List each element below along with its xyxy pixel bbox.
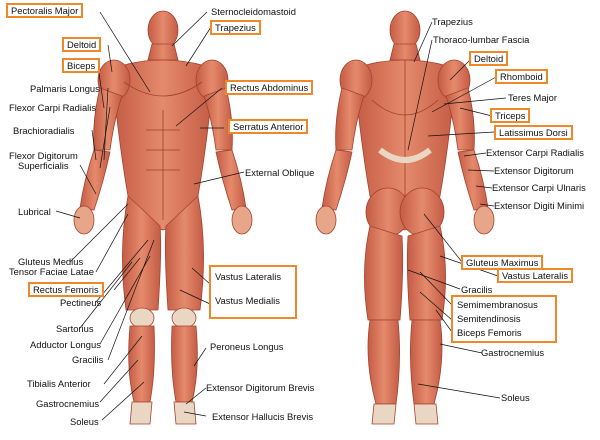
label-extensor-digitorum: Extensor Digitorum: [494, 165, 574, 176]
label-tibialis-anterior: Tibialis Anterior: [27, 378, 91, 389]
label-deltoid: Deltoid: [62, 37, 102, 52]
label-adductor-longus: Adductor Longus: [30, 339, 101, 350]
label-palmaris-longus: Palmaris Longus: [30, 83, 100, 94]
back-figure: [315, 10, 495, 425]
label-pectoralis-major: Pectoralis Major: [6, 3, 84, 18]
label-semitendinosis: Semitendinosis: [457, 313, 521, 324]
label-gastrocnemius-back: Gastrocnemius: [481, 347, 545, 358]
label-sartorius: Sartorius: [56, 323, 94, 334]
label-extensor-digitorum-brevis: Extensor Digitorum Brevis: [206, 382, 315, 393]
label-semimembranosus: Semimembranosus: [457, 299, 538, 310]
label-rectus-abdominus: Rectus Abdominus: [225, 80, 314, 95]
label-external-oblique: External Oblique: [245, 167, 315, 178]
hamstring-group-box: Semimembranosus Semitendinosis Biceps Fe…: [451, 295, 557, 343]
label-extensor-carpi-radialis: Extensor Carpi Radialis: [486, 147, 584, 158]
label-lubrical: Lubrical: [18, 206, 51, 217]
vastus-group-box: Vastus Lateralis Vastus Medialis: [209, 265, 297, 319]
label-teres-major: Teres Major: [508, 92, 557, 103]
label-sternocleidomastoid: Sternocleidomastoid: [211, 6, 296, 17]
label-biceps: Biceps: [62, 58, 101, 73]
label-gastrocnemius-front: Gastrocnemius: [36, 398, 100, 409]
label-trapezius: Trapezius: [210, 20, 261, 35]
label-biceps-femoris: Biceps Femoris: [457, 327, 522, 338]
label-vastus-medialis: Vastus Medialis: [215, 295, 280, 306]
label-vastus-lateralis: Vastus Lateralis: [215, 271, 282, 282]
label-deltoid-back: Deltoid: [469, 51, 509, 66]
label-soleus-back: Soleus: [501, 392, 530, 403]
label-pectineus: Pectineus: [60, 297, 102, 308]
label-serratus-anterior: Serratus Anterior: [228, 119, 309, 134]
label-gracilis-front: Gracilis: [72, 354, 104, 365]
label-flexor-digitorum: Flexor Digitorum: [9, 150, 78, 161]
label-latissimus-dorsi: Latissimus Dorsi: [494, 125, 573, 140]
label-superficialis: Superficialis: [18, 160, 69, 171]
label-soleus-front: Soleus: [70, 416, 99, 427]
label-flexor-carpi-radialis: Flexor Carpi Radialis: [9, 102, 97, 113]
leader-lines: [55, 11, 507, 421]
label-gracilis-back: Gracilis: [461, 284, 493, 295]
label-extensor-digiti-minimi: Extensor Digiti Minimi: [494, 200, 585, 211]
label-vastus-lateralis-back: Vastus Lateralis: [497, 268, 574, 283]
label-rhomboid: Rhomboid: [495, 69, 548, 84]
label-brachioradialis: Brachioradialis: [13, 125, 75, 136]
label-triceps: Triceps: [490, 108, 531, 123]
label-thoraco-lumbar-fascia: Thoraco-lumbar Fascia: [433, 34, 530, 45]
label-tensor-faciae-latae: Tensor Faciae Latae: [9, 266, 94, 277]
label-extensor-carpi-ulnaris: Extensor Carpi Ulnaris: [492, 182, 586, 193]
label-peroneus-longus: Peroneus Longus: [210, 341, 284, 352]
label-rectus-femoris: Rectus Femoris: [28, 282, 104, 297]
label-trapezius-back: Trapezius: [432, 16, 473, 27]
label-extensor-hallucis-brevis: Extensor Hallucis Brevis: [212, 411, 314, 422]
label-gluteus-medius: Gluteus Medius: [18, 256, 84, 267]
